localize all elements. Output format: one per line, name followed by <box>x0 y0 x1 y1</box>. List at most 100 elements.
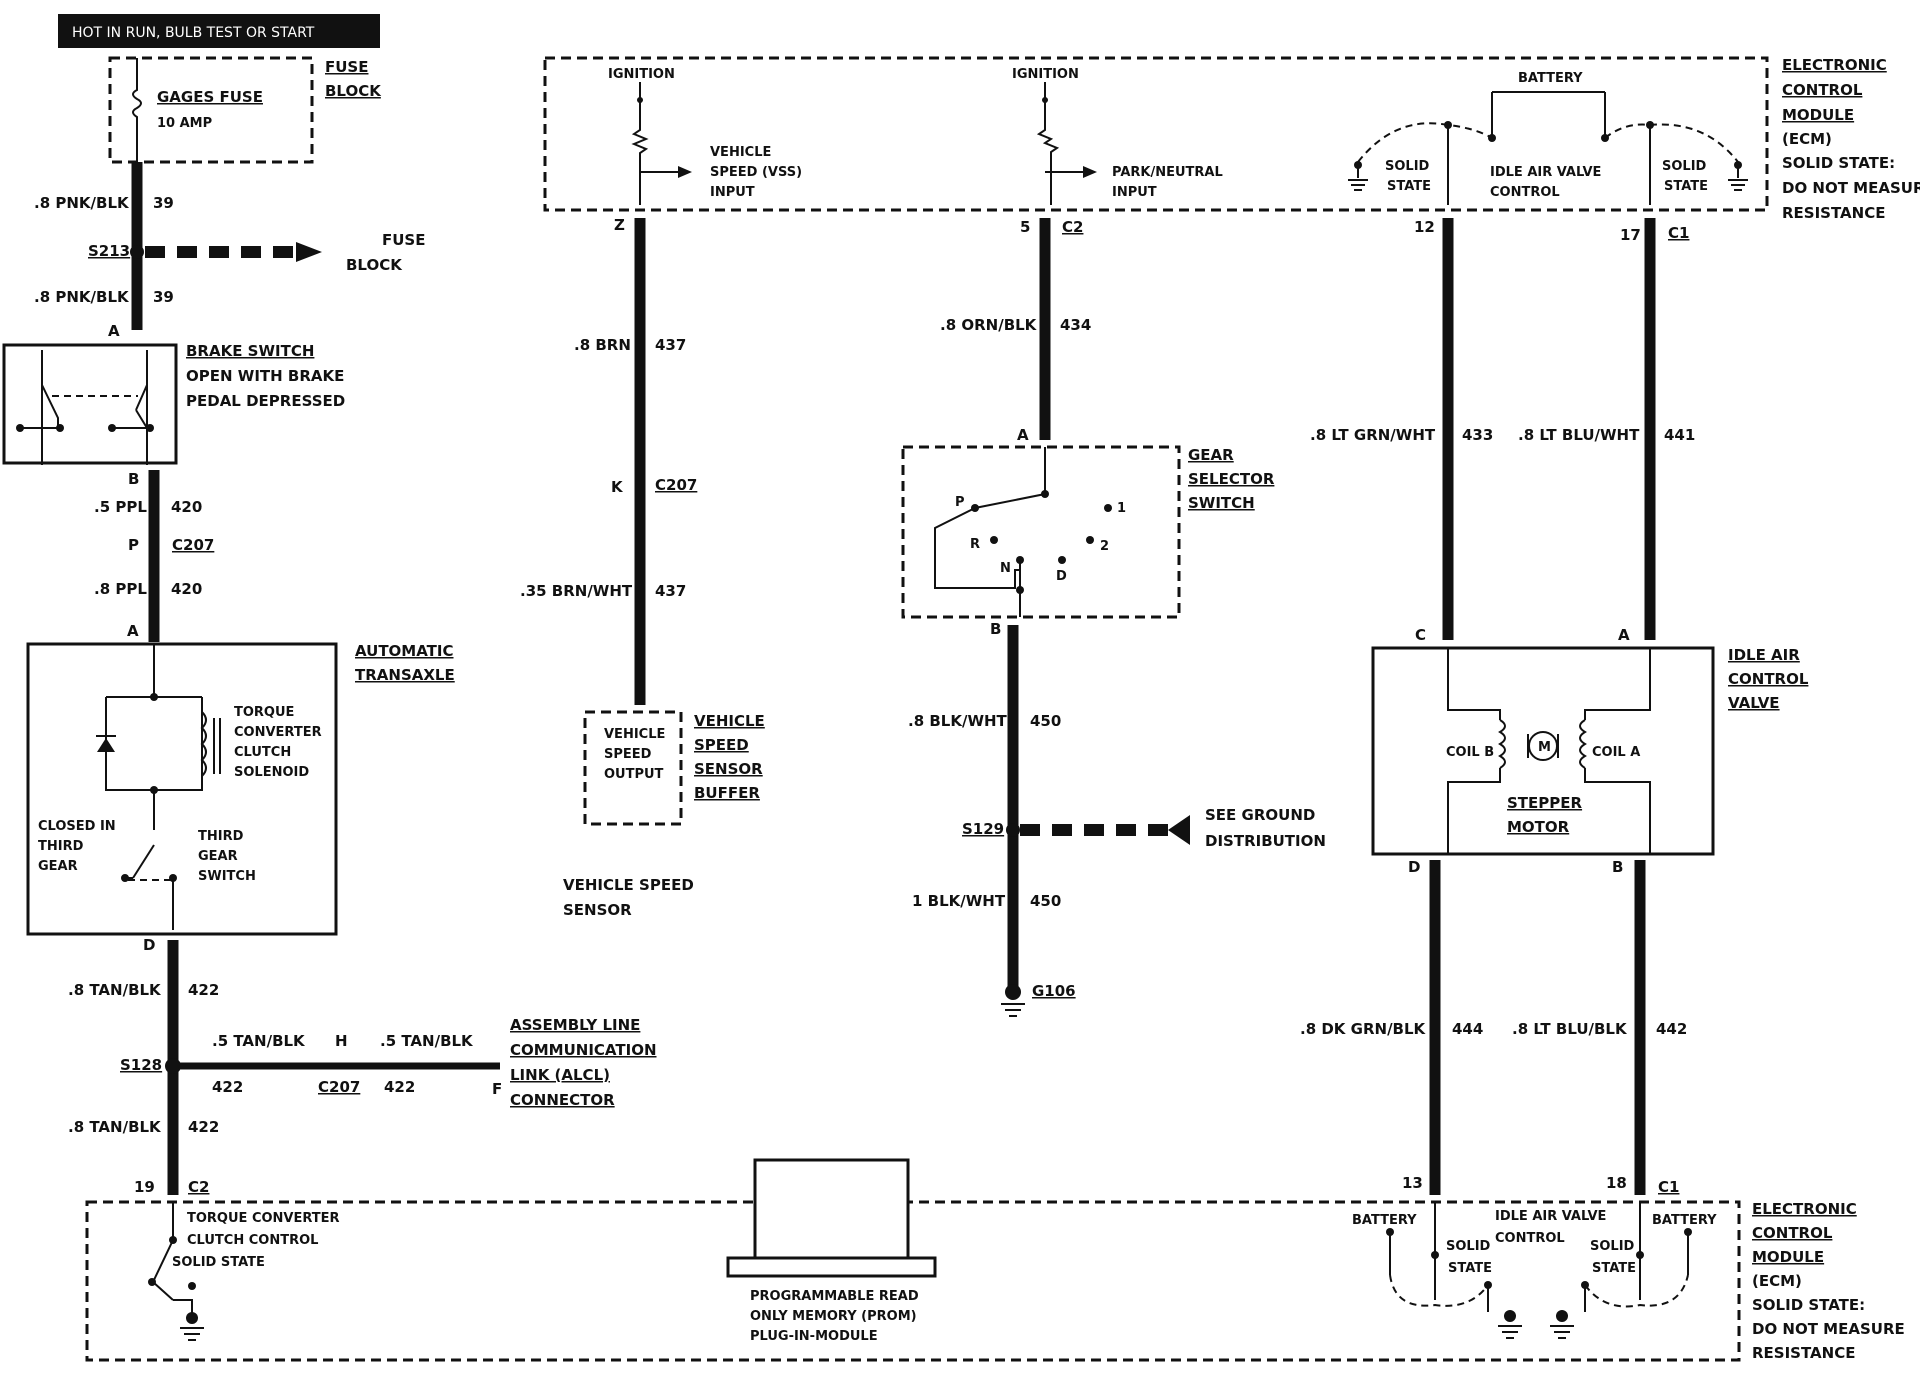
ecm-node <box>1581 1281 1589 1289</box>
connector-c207-c: C207 <box>655 476 697 494</box>
prom-label-3: PLUG-IN-MODULE <box>750 1329 878 1344</box>
connector-c207-b: C207 <box>318 1078 360 1096</box>
pin-d: D <box>143 936 155 954</box>
closed-label-1: CLOSED IN <box>38 819 116 834</box>
wire-450b-color: 1 BLK/WHT <box>912 892 1006 910</box>
ecm-bottom-battery-1: BATTERY <box>1352 1213 1417 1228</box>
ecm-node <box>1042 97 1048 103</box>
ecm-iac-label-2: CONTROL <box>1490 185 1560 200</box>
switch-label-1: THIRD <box>198 829 244 844</box>
ground-icon <box>1348 179 1368 191</box>
gear-position-d <box>1058 556 1066 564</box>
tcc-node <box>148 1278 156 1286</box>
fuse-block-box <box>108 56 314 164</box>
ecm-iac-circuit <box>1357 91 1739 205</box>
wire-420b-circuit: 420 <box>171 580 202 598</box>
coil-b-label: COIL B <box>1446 745 1494 760</box>
wire-422b-color: .8 TAN/BLK <box>68 1118 162 1136</box>
wire-441-circuit: 441 <box>1664 426 1695 444</box>
gear-d: D <box>1056 569 1067 584</box>
vss-buffer-2: SPEED <box>604 747 652 762</box>
gear-position-1 <box>1104 504 1112 512</box>
connector-c1-a: C1 <box>1668 224 1689 242</box>
ecm-ignition-1: IGNITION <box>608 67 675 82</box>
gear-position-2 <box>1086 536 1094 544</box>
ground-g106-dot <box>1005 984 1021 1000</box>
pin-18: 18 <box>1606 1174 1627 1192</box>
switch-label-3: SWITCH <box>198 869 256 884</box>
prom-base <box>726 1256 937 1278</box>
wire-422a-circuit: 422 <box>188 981 219 999</box>
prom-module <box>753 1158 910 1260</box>
gear-selector-label-2: SELECTOR <box>1188 470 1275 488</box>
wire-442-color: .8 LT BLU/BLK <box>1512 1020 1628 1038</box>
transaxle-node <box>150 786 158 794</box>
wire-422h1-color: .5 TAN/BLK <box>212 1032 306 1050</box>
closed-label-2: THIRD <box>38 839 84 854</box>
pin-17: 17 <box>1620 226 1641 244</box>
coil-b-icon <box>1498 719 1506 769</box>
ecm-bottom-note-1: ELECTRONIC <box>1752 1200 1857 1218</box>
solenoid-label-1: TORQUE <box>234 705 294 720</box>
prom-label-1: PROGRAMMABLE READ <box>750 1289 919 1304</box>
ecm-node <box>1444 121 1452 129</box>
pin-b-brake: B <box>128 470 139 488</box>
ecm-iac-label-1: IDLE AIR VALVE <box>1490 165 1601 180</box>
fuse-block-ref-1: FUSE <box>382 231 425 249</box>
ecm-bottom-note-5: SOLID STATE: <box>1752 1296 1865 1314</box>
pin-z: Z <box>614 216 625 234</box>
ground-dist-1: SEE GROUND <box>1205 806 1315 824</box>
transaxle-node <box>121 874 129 882</box>
vss-input-arrow <box>678 166 692 178</box>
ecm-node <box>637 97 643 103</box>
wire-444-circuit: 444 <box>1452 1020 1483 1038</box>
pin-a-transaxle: A <box>127 622 139 640</box>
ecm-bottom-note-2: CONTROL <box>1752 1224 1833 1242</box>
brake-switch-label-2: OPEN WITH BRAKE <box>186 367 344 385</box>
transaxle-node <box>169 874 177 882</box>
alcl-label-1: ASSEMBLY LINE <box>510 1016 640 1034</box>
iac-internal-wiring <box>1447 648 1651 854</box>
ecm-node <box>1354 161 1362 169</box>
pin-k: K <box>611 478 624 496</box>
pin-f: F <box>492 1080 502 1098</box>
ecm-bottom-box <box>85 1200 1741 1362</box>
fuse-rating: 10 AMP <box>157 116 212 131</box>
gear-node <box>1016 586 1024 594</box>
gear-r: R <box>970 537 980 552</box>
transaxle-label-1: AUTOMATIC <box>355 642 454 660</box>
ground-dot <box>1556 1310 1568 1322</box>
closed-label-3: GEAR <box>38 859 78 874</box>
tcc-node <box>188 1282 196 1290</box>
brake-switch-label-3: PEDAL DEPRESSED <box>186 392 345 410</box>
gear-selector-label-1: GEAR <box>1188 446 1234 464</box>
ecm-node <box>1488 134 1496 142</box>
gear-position-r <box>990 536 998 544</box>
connector-c207-a: C207 <box>172 536 214 554</box>
connector-c1-b: C1 <box>1658 1178 1679 1196</box>
alcl-label-2: COMMUNICATION <box>510 1041 657 1059</box>
fuse-block-label-2: BLOCK <box>325 82 382 100</box>
wire-437a-circuit: 437 <box>655 336 686 354</box>
pn-input-2: INPUT <box>1112 185 1157 200</box>
motor-m: M <box>1538 740 1551 755</box>
gear-node <box>1041 490 1049 498</box>
ecm-top-note-2: CONTROL <box>1782 81 1863 99</box>
pin-c-iac: C <box>1415 626 1426 644</box>
ecm-node <box>1601 134 1609 142</box>
pin-h: H <box>335 1032 348 1050</box>
ecm-solid-state-1b: STATE <box>1387 179 1431 194</box>
wire-450b-circuit: 450 <box>1030 892 1061 910</box>
fuse-symbol <box>132 58 142 162</box>
connector-c2-a: C2 <box>188 1178 209 1196</box>
vss-sensor-label-1: VEHICLE SPEED <box>563 876 694 894</box>
solenoid-label-3: CLUTCH <box>234 745 291 760</box>
ecm-solid-state-2b: STATE <box>1664 179 1708 194</box>
iac-label-3: VALVE <box>1728 694 1780 712</box>
ecm-bottom-note-3: MODULE <box>1752 1248 1824 1266</box>
brake-switch-box <box>2 343 178 465</box>
wire-433-circuit: 433 <box>1462 426 1493 444</box>
wire-441-color: .8 LT BLU/WHT <box>1518 426 1640 444</box>
ecm-node <box>1684 1228 1692 1236</box>
coil-a-label: COIL A <box>1592 745 1640 760</box>
